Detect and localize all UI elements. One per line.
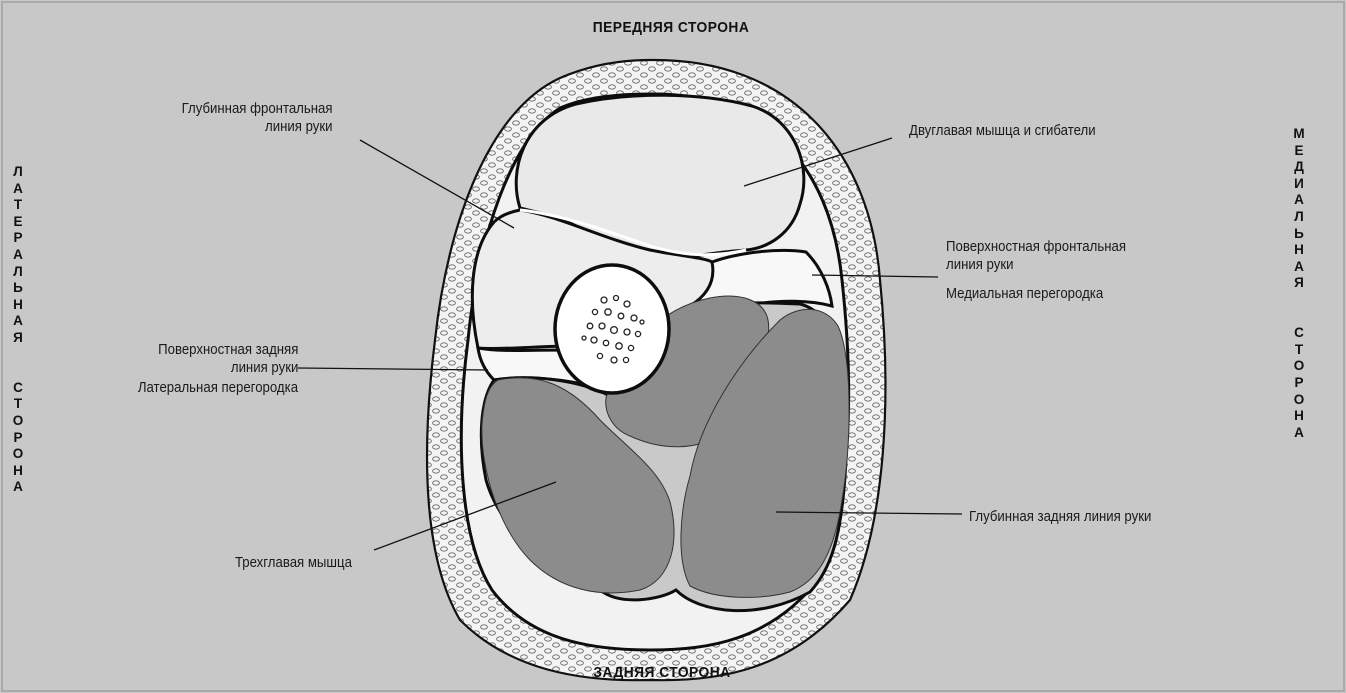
label-lateral-septum: Латеральная перегородка <box>138 379 298 397</box>
label-deep-front-arm-line: Глубинная фронтальная линия руки <box>182 100 333 136</box>
label-triceps: Трехглавая мышца <box>235 554 352 572</box>
label-superficial-back-arm-line: Поверхностная задняя линия руки <box>158 341 298 377</box>
label-deep-back-arm-line: Глубинная задняя линия руки <box>969 508 1151 526</box>
label-superficial-front-arm-line-2: линия руки <box>946 256 1126 274</box>
label-superficial-back-arm-line-2: линия руки <box>158 359 298 377</box>
lateral-side-title: Л А Т Е Р А Л Ь Н А Я С Т О Р О Н А <box>8 164 28 496</box>
label-biceps-flexors: Двуглавая мышца и сгибатели <box>909 122 1096 140</box>
label-superficial-front-arm-line-1: Поверхностная фронтальная <box>946 238 1126 256</box>
anterior-side-title: ПЕРЕДНЯЯ СТОРОНА <box>593 19 750 36</box>
label-deep-front-arm-line-1: Глубинная фронтальная <box>182 100 333 118</box>
posterior-side-title: ЗАДНЯЯ СТОРОНА <box>593 664 730 681</box>
humerus-bone <box>555 265 669 393</box>
label-superficial-back-arm-line-1: Поверхностная задняя <box>158 341 298 359</box>
medial-side-title: М Е Д И А Л Ь Н А Я С Т О Р О Н А <box>1289 126 1309 441</box>
label-medial-septum: Медиальная перегородка <box>946 285 1103 303</box>
label-deep-front-arm-line-2: линия руки <box>182 118 333 136</box>
label-superficial-front-arm-line: Поверхностная фронтальная линия руки <box>946 238 1126 274</box>
